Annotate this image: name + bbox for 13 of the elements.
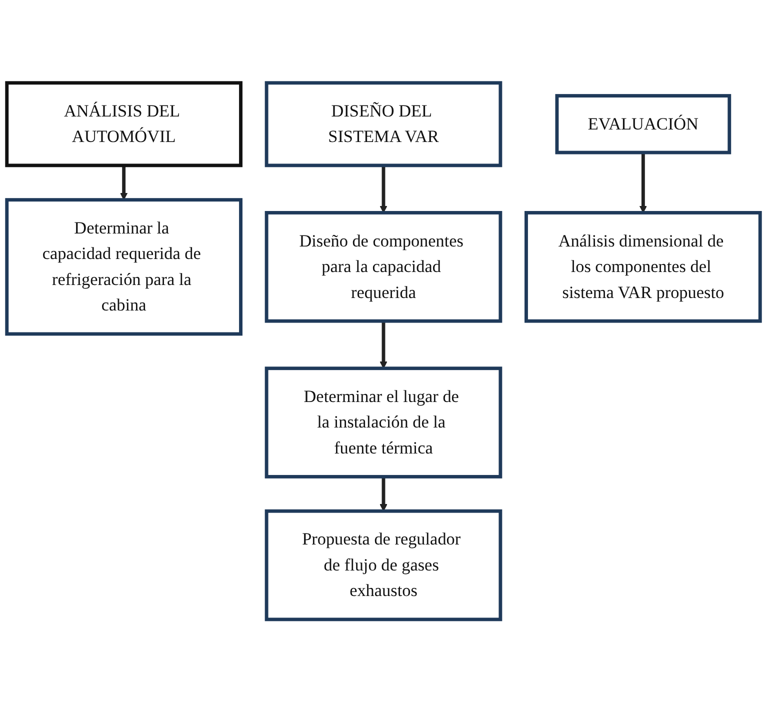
node-box: EVALUACIÓN [555, 94, 732, 154]
arrow [380, 476, 388, 512]
node-box: ANÁLISIS DEL AUTOMÓVIL [5, 81, 242, 167]
node-box: DISEÑO DEL SISTEMA VAR [264, 81, 502, 167]
node-box: Propuesta de regulador de flujo de gases exhaustos [264, 509, 502, 621]
node-box: Análisis dimensional de los componentes del sistema VAR propuesto [524, 210, 762, 323]
arrow [380, 165, 388, 213]
arrow [639, 152, 647, 213]
node-box: Determinar el lugar de la instalación de la fuente térmica [264, 366, 502, 478]
arrow [120, 165, 128, 200]
arrow [380, 320, 388, 369]
node-box: Diseño de componentes para la capacidad requerida [264, 210, 502, 323]
node-box: Determinar la capacidad requerida de refrigeración para la cabina [5, 198, 242, 336]
